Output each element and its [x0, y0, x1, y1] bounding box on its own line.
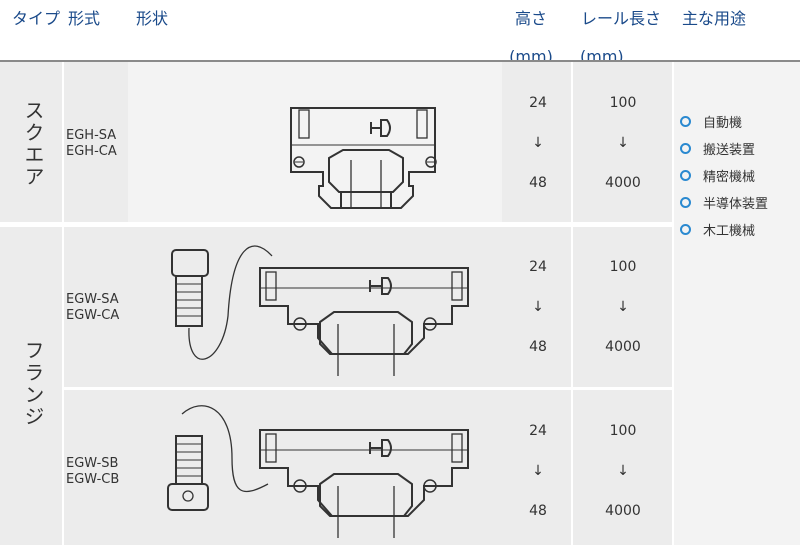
height-max: 48 [529, 503, 547, 519]
list-item: 自動機 [680, 108, 768, 135]
header-divider [0, 60, 800, 62]
rail-max: 4000 [605, 339, 641, 355]
height-max: 48 [529, 339, 547, 355]
circle-bullet-icon [680, 197, 691, 208]
header-uses: 主な用途 [682, 9, 747, 28]
header-shape: 形状 [136, 9, 169, 28]
header-rail-length: レール長さ (mm) [578, 10, 664, 66]
circle-bullet-icon [680, 224, 691, 235]
model-name: EGW-SB [66, 456, 119, 471]
header-height: 高さ (mm) [506, 10, 556, 66]
header-rail-label: レール長さ [580, 9, 661, 28]
list-item: 半導体装置 [680, 189, 768, 216]
row-sep-1 [0, 222, 674, 227]
rail-arrow: ↓ [617, 299, 629, 315]
height-arrow: ↓ [532, 135, 544, 151]
uses-list: 自動機 搬送装置 精密機械 半導体装置 木工機械 [680, 108, 768, 243]
circle-bullet-icon [680, 143, 691, 154]
type-square: スクエア [21, 100, 45, 188]
model-egw-sa: EGW-SA EGW-CA [66, 292, 128, 324]
col-sep-type [62, 62, 64, 545]
band-row2-shape [128, 227, 502, 387]
circle-bullet-icon [680, 116, 691, 127]
use-label: 半導体装置 [703, 197, 769, 212]
list-item: 精密機械 [680, 162, 768, 189]
list-item: 木工機械 [680, 216, 768, 243]
band-row1-left [0, 62, 128, 222]
model-name: EGH-SA [66, 128, 117, 143]
band-row2-values [502, 227, 672, 387]
model-egh: EGH-SA EGH-CA [66, 128, 128, 160]
rail-min: 100 [609, 259, 637, 275]
linear-guide-block-drawing [167, 405, 469, 538]
band-row3-values [502, 390, 672, 545]
header-type: タイプ [12, 9, 61, 28]
height-min: 24 [529, 95, 547, 111]
height-max: 48 [529, 175, 547, 191]
band-uses [674, 62, 800, 545]
band-flange-left [0, 227, 128, 545]
row-sep-2 [62, 387, 674, 390]
rail-max: 4000 [605, 503, 641, 519]
col-sep-rail [672, 62, 674, 545]
use-label: 搬送装置 [703, 143, 756, 158]
rail-min: 100 [609, 95, 637, 111]
model-name: EGH-CA [66, 144, 117, 159]
model-egw-sb: EGW-SB EGW-CB [66, 456, 128, 488]
circle-bullet-icon [680, 170, 691, 181]
model-name: EGW-SA [66, 292, 119, 307]
band-row1-shape [128, 62, 502, 222]
rail-min: 100 [609, 423, 637, 439]
band-row1-values [502, 62, 672, 222]
list-item: 搬送装置 [680, 135, 768, 162]
linear-guide-block-drawing [171, 245, 469, 376]
rail-max: 4000 [605, 175, 641, 191]
linear-guide-block-drawing [290, 107, 437, 209]
header-height-label: 高さ [514, 9, 547, 28]
use-label: 精密機械 [703, 170, 756, 185]
height-min: 24 [529, 423, 547, 439]
height-arrow: ↓ [532, 299, 544, 315]
height-min: 24 [529, 259, 547, 275]
col-sep-height [571, 62, 573, 545]
use-label: 木工機械 [703, 224, 756, 239]
model-name: EGW-CB [66, 472, 120, 487]
model-name: EGW-CA [66, 308, 120, 323]
rail-arrow: ↓ [617, 135, 629, 151]
header-form: 形式 [68, 9, 101, 28]
type-flange: フランジ [21, 340, 45, 428]
rail-arrow: ↓ [617, 463, 629, 479]
use-label: 自動機 [703, 116, 743, 131]
height-arrow: ↓ [532, 463, 544, 479]
